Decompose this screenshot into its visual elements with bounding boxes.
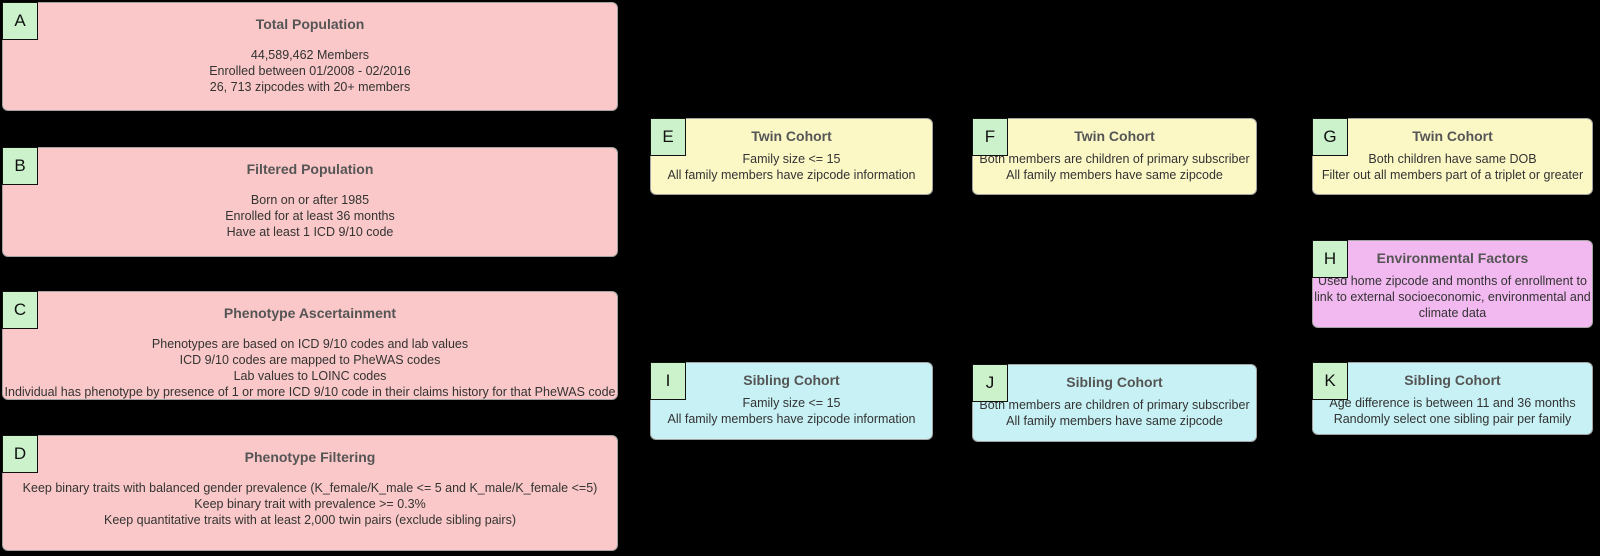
box-label-c: C [2,291,38,329]
box-text: Both members are children of primary sub… [979,398,1250,428]
box-environmental-factors: H Environmental Factors Used home zipcod… [1312,240,1593,328]
box-sibling-cohort-k: K Sibling Cohort Age difference is betwe… [1312,362,1593,435]
box-text: Age difference is between 11 and 36 mont… [1329,396,1576,426]
box-text: 44,589,462 Members Enrolled between 01/2… [209,48,411,94]
box-label-i: I [650,362,686,400]
box-text: Both members are children of primary sub… [979,152,1250,182]
box-label-k: K [1312,362,1348,400]
box-title: Filtered Population [246,161,374,177]
box-label-h: H [1312,240,1348,278]
box-title: Sibling Cohort [1404,372,1501,388]
box-title: Phenotype Filtering [244,449,376,465]
box-sibling-cohort-j: J Sibling Cohort Both members are childr… [972,364,1257,442]
box-text: Keep binary traits with balanced gender … [22,481,598,527]
box-filtered-population: B Filtered Population Born on or after 1… [2,147,618,257]
box-text: Both children have same DOB Filter out a… [1321,152,1584,182]
box-label-e: E [650,118,686,156]
box-phenotype-ascertainment: C Phenotype Ascertainment Phenotypes are… [2,291,618,400]
box-text: Phenotypes are based on ICD 9/10 codes a… [4,337,616,399]
box-title: Environmental Factors [1376,250,1529,266]
box-label-j: J [972,364,1008,402]
box-sibling-cohort-i: I Sibling Cohort Family size <= 15 All f… [650,362,933,440]
box-phenotype-filtering: D Phenotype Filtering Keep binary traits… [2,435,618,551]
box-text: Born on or after 1985 Enrolled for at le… [225,193,395,239]
box-twin-cohort-f: F Twin Cohort Both members are children … [972,118,1257,195]
box-title: Twin Cohort [1074,128,1155,144]
box-title: Sibling Cohort [743,372,840,388]
box-title: Twin Cohort [751,128,832,144]
box-title: Total Population [255,16,365,32]
box-label-f: F [972,118,1008,156]
box-text: Family size <= 15 All family members hav… [667,152,916,182]
box-label-d: D [2,435,38,473]
box-label-g: G [1312,118,1348,156]
box-label-b: B [2,147,38,185]
box-label-a: A [2,2,38,40]
box-total-population: A Total Population 44,589,462 Members En… [2,2,618,111]
box-text: Family size <= 15 All family members hav… [667,396,916,426]
box-text: Used home zipcode and months of enrollme… [1314,274,1591,320]
box-twin-cohort-g: G Twin Cohort Both children have same DO… [1312,118,1593,195]
box-title: Twin Cohort [1412,128,1493,144]
box-title: Phenotype Ascertainment [223,305,397,321]
box-twin-cohort-e: E Twin Cohort Family size <= 15 All fami… [650,118,933,195]
box-title: Sibling Cohort [1066,374,1163,390]
